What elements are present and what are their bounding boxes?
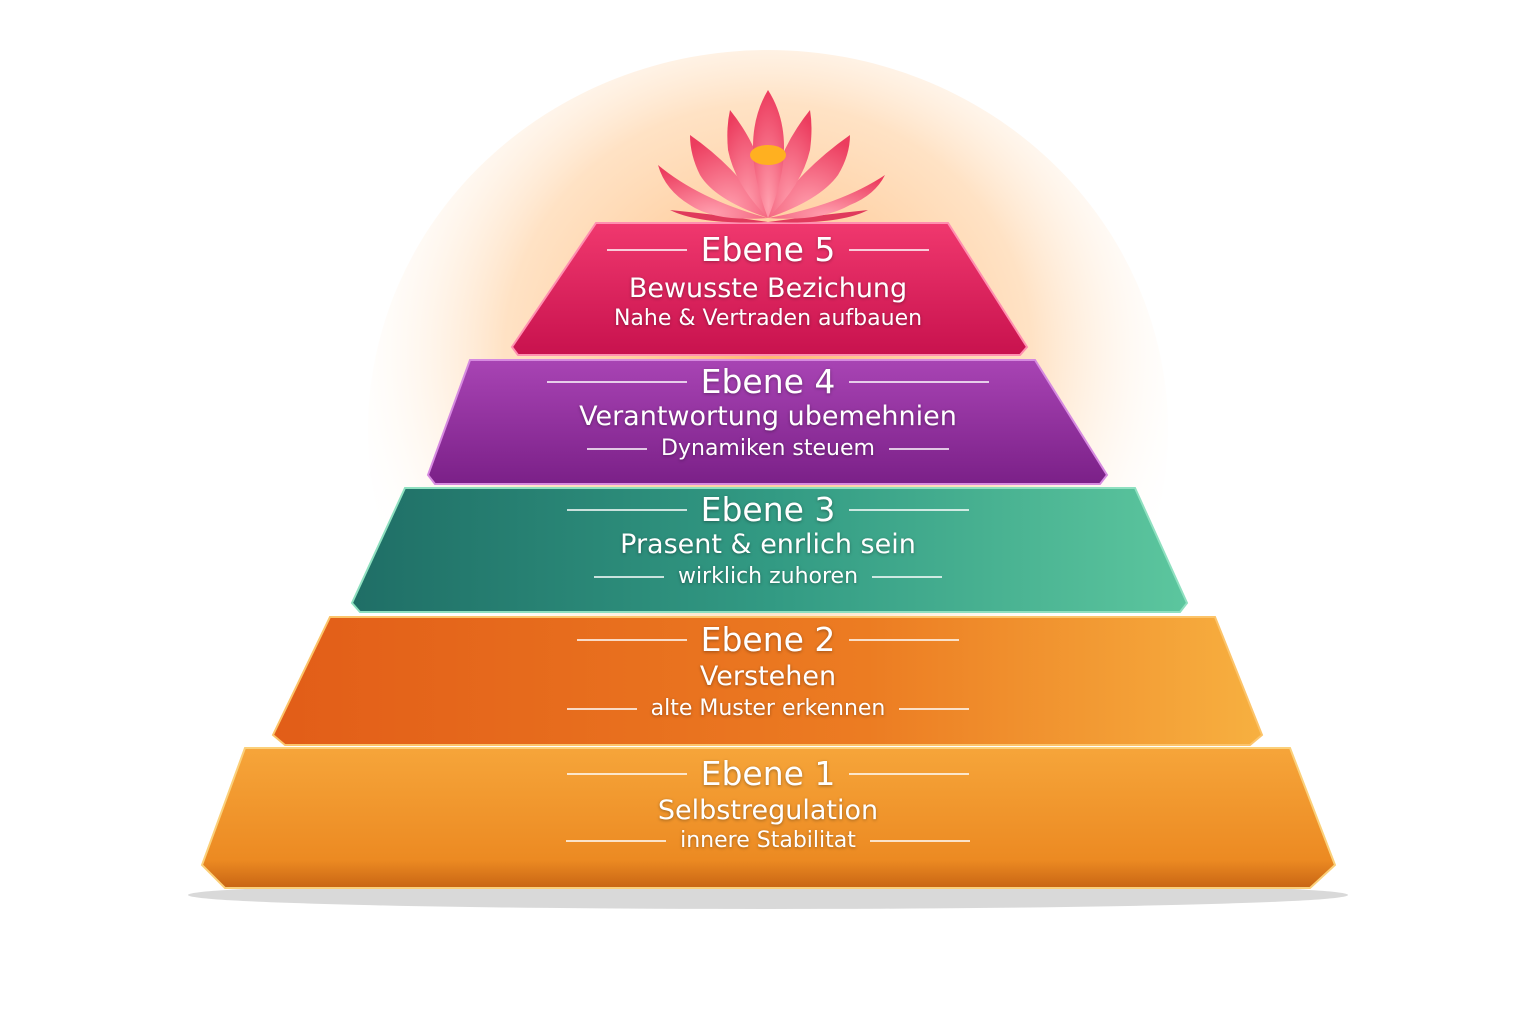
level-note: wirklich zuhoren xyxy=(677,564,859,589)
level-note: Nahe & Vertraden aufbauen xyxy=(613,306,923,331)
level-2-block xyxy=(271,616,1264,746)
level-subtitle: Bewusste Bezichung xyxy=(628,273,908,304)
level-title: Ebene 4 xyxy=(700,362,836,401)
level-subtitle: Verantwortung ubemehnien xyxy=(579,401,957,432)
lotus-icon xyxy=(658,90,885,223)
level-5-block xyxy=(510,222,1029,356)
level-5-label: Ebene 5 Bewusste Bezichung Nahe & Vertra… xyxy=(0,230,1536,331)
level-title: Ebene 2 xyxy=(700,620,836,659)
level-subtitle: Verstehen xyxy=(699,661,837,692)
level-note: Dynamiken steuem xyxy=(661,436,875,461)
level-3-block xyxy=(350,487,1189,613)
level-4-label: Ebene 4 Verantwortung ubemehnien Dynamik… xyxy=(0,362,1536,461)
level-title: Ebene 1 xyxy=(700,754,836,793)
level-1-label: Ebene 1 Selbstregulation innere Stabilit… xyxy=(0,754,1536,853)
level-title: Ebene 5 xyxy=(700,230,836,269)
level-title: Ebene 3 xyxy=(700,490,836,529)
level-4-block xyxy=(426,359,1109,485)
level-subtitle: Selbstregulation xyxy=(657,795,879,826)
level-note: alte Muster erkennen xyxy=(650,696,886,721)
level-2-label: Ebene 2 Verstehen alte Muster erkennen xyxy=(0,620,1536,721)
level-subtitle: Prasent & enrlich sein xyxy=(620,529,916,560)
level-3-label: Ebene 3 Prasent & enrlich sein wirklich … xyxy=(0,490,1536,589)
level-note: innere Stabilitat xyxy=(680,828,856,853)
level-1-block xyxy=(200,747,1337,889)
